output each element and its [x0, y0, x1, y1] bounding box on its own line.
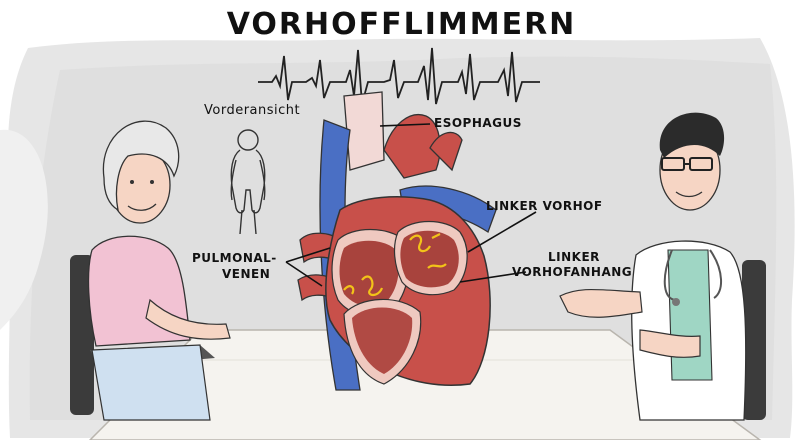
left-atrial-appendage-label-line2: VORHOFANHANG	[512, 266, 632, 280]
left-atrial-appendage-label-line1: LINKER	[548, 251, 600, 265]
page-title: VORHOFFLIMMERN	[0, 8, 803, 43]
left-atrium-label: LINKER VORHOF	[486, 200, 603, 214]
esophagus-label: ESOPHAGUS	[434, 117, 522, 131]
front-view-label: Vorderansicht	[204, 104, 300, 119]
pulmonary-veins-label-line2: VENEN	[222, 268, 270, 282]
pulmonary-veins-label-line1: PULMONAL-	[192, 252, 277, 266]
